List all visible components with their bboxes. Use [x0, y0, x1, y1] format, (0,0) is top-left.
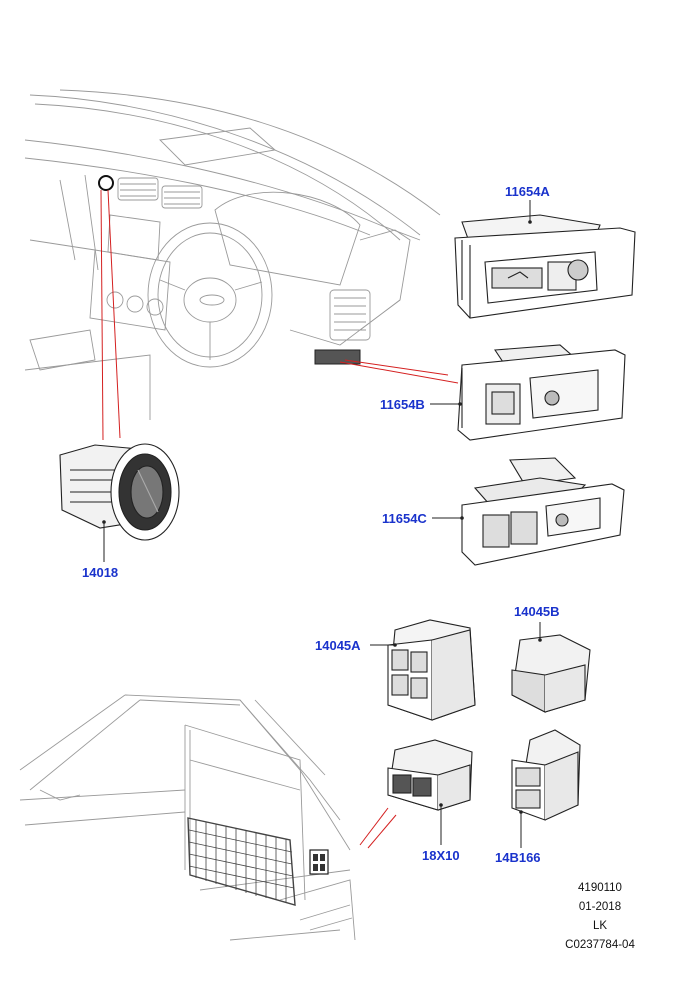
callout-11654C: 11654C — [382, 511, 427, 526]
callout-18X10: 18X10 — [422, 848, 460, 863]
part-11654A-illustration — [454, 214, 636, 319]
callout-11654A: 11654A — [505, 184, 550, 199]
reference-illustration-id: C0237784-04 — [565, 939, 635, 951]
reference-number: 4190110 — [578, 882, 622, 894]
callout-11654B: 11654B — [380, 397, 425, 412]
part-18X10-illustration — [387, 739, 473, 811]
part-14B166-illustration — [511, 729, 581, 821]
callout-14045A: 14045A — [315, 638, 361, 653]
reference-date: 01-2018 — [578, 901, 622, 913]
socket-location-ring — [98, 175, 114, 191]
part-14018-illustration — [59, 443, 180, 541]
part-11654B-illustration — [457, 344, 626, 441]
switch-location-marker — [314, 349, 361, 365]
reference-code: LK — [592, 920, 608, 932]
part-14045A-illustration — [387, 619, 476, 721]
dashboard-illustration — [24, 89, 441, 420]
loadspace-switch-location — [309, 849, 329, 875]
loadspace-net — [187, 817, 296, 906]
part-14045B-illustration — [511, 634, 591, 713]
part-11654C-illustration — [461, 457, 625, 566]
red-leader-lines — [100, 189, 459, 849]
callout-14045B: 14045B — [514, 604, 560, 619]
callout-14018: 14018 — [82, 565, 119, 580]
callout-14B166: 14B166 — [495, 850, 541, 865]
loadspace-illustration — [19, 694, 356, 941]
